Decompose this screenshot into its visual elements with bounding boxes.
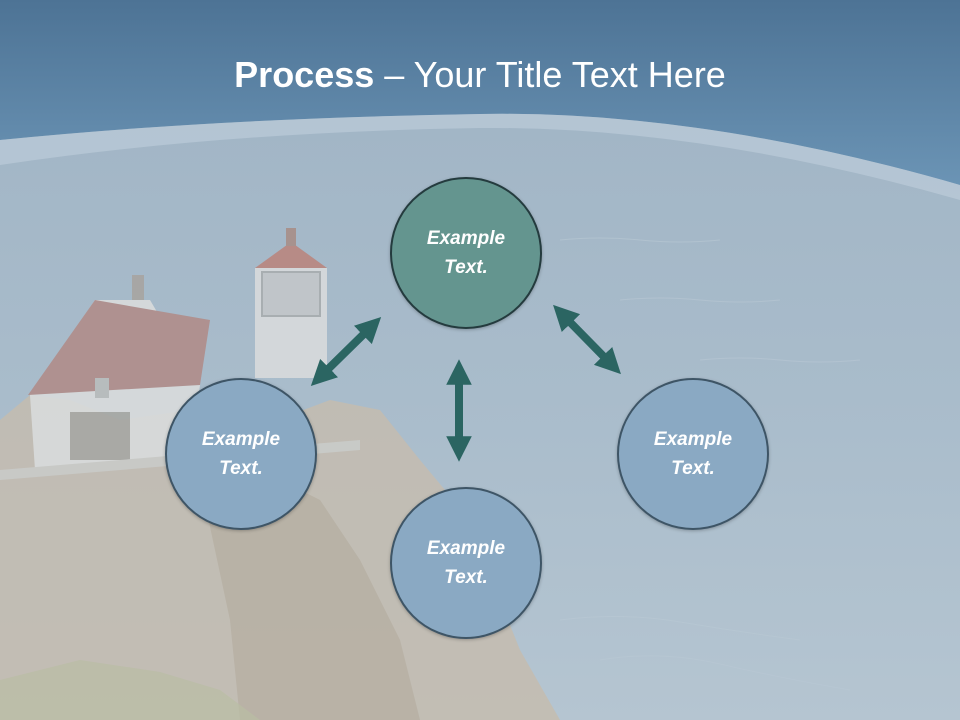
node-right-label: Example Text.	[653, 429, 733, 479]
node-bottom-label: Example Text.	[426, 538, 506, 588]
title-rest: – Your Title Text Here	[374, 54, 726, 95]
sea-texture	[559, 237, 861, 691]
cliff-grass	[0, 660, 260, 720]
process-node-left[interactable]: Example Text.	[165, 378, 317, 530]
header-band	[0, 0, 960, 185]
process-node-right[interactable]: Example Text.	[617, 378, 769, 530]
title-bold: Process	[234, 54, 375, 95]
node-top-label: Example Text.	[426, 228, 506, 278]
arrow-top-left	[310, 317, 382, 386]
arrow-top-right	[553, 304, 621, 375]
process-node-bottom[interactable]: Example Text.	[390, 487, 542, 639]
cliff-shadow	[200, 470, 420, 720]
header-swoosh	[0, 113, 960, 200]
node-left-label: Example Text.	[201, 429, 281, 479]
connector-arrows	[310, 304, 621, 462]
slide-title: Process – Your Title Text Here	[0, 52, 960, 98]
process-node-top[interactable]: Example Text.	[390, 177, 542, 329]
